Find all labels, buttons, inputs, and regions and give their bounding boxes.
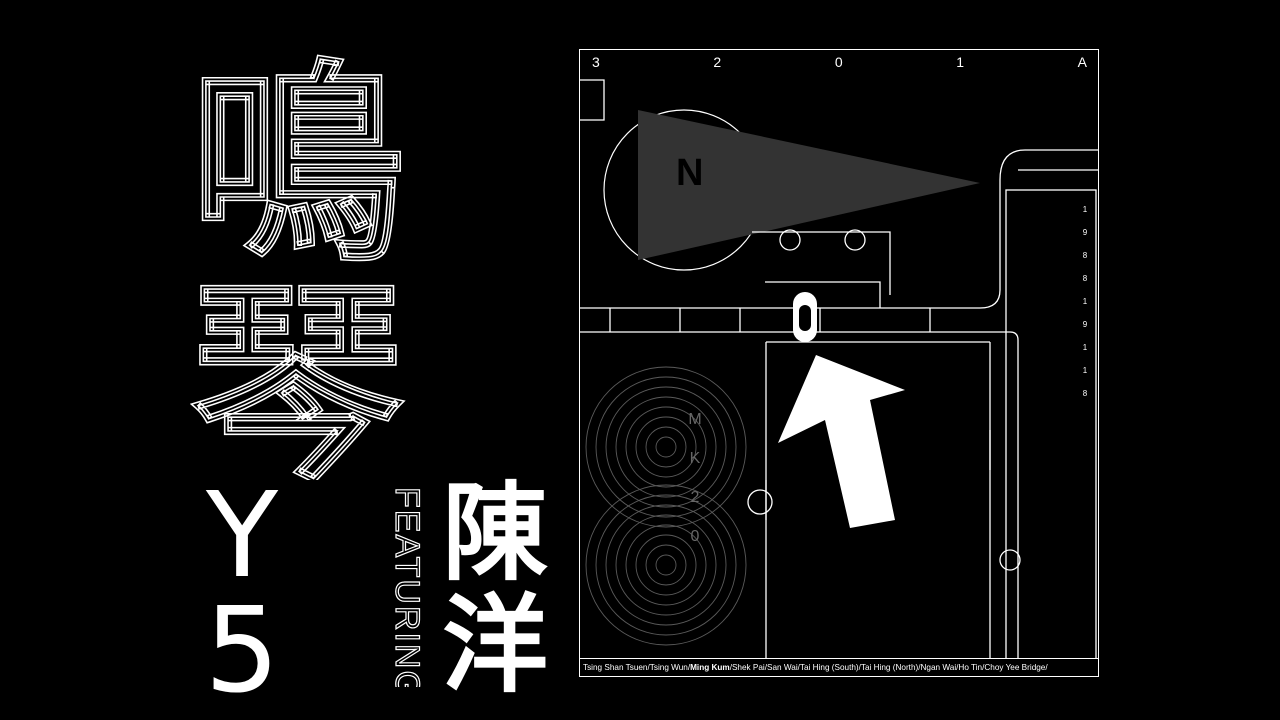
disc-bottom bbox=[585, 484, 747, 646]
north-label: N bbox=[676, 152, 704, 194]
compass-cone bbox=[638, 110, 980, 260]
artist-name: 陳 洋 bbox=[442, 478, 562, 702]
route-digit: 3 bbox=[592, 54, 601, 70]
route-digit: 2 bbox=[713, 54, 723, 70]
side-digits: 1 9 8 8 1 9 1 1 8 bbox=[1080, 198, 1090, 405]
disc-letters: M K 2 0 bbox=[665, 400, 725, 556]
current-stop: Ming Kum bbox=[690, 663, 730, 672]
side-digit: 1 bbox=[1082, 205, 1088, 214]
disc-letter: 0 bbox=[690, 528, 700, 545]
route-digit: A bbox=[1077, 54, 1088, 70]
stop-list: Tsing Shan Tsuen/Tsing Wun/Ming Kum/Shek… bbox=[580, 658, 1098, 676]
route-code-letter: Y bbox=[205, 466, 279, 604]
side-digit: 8 bbox=[1082, 251, 1088, 260]
side-digit: 8 bbox=[1082, 274, 1088, 283]
side-digit: 1 bbox=[1082, 366, 1088, 375]
disc-letter: 2 bbox=[690, 489, 700, 506]
disc-top bbox=[585, 366, 747, 528]
map-graphic bbox=[580, 79, 1098, 676]
featuring-label: FEATURING bbox=[388, 487, 427, 687]
artist-char-1: 陳 bbox=[442, 472, 548, 595]
side-digit: 9 bbox=[1082, 320, 1088, 329]
featuring-text: FEATURING bbox=[388, 487, 426, 687]
route-code-number: 5 bbox=[204, 581, 280, 719]
road-outlines bbox=[580, 79, 1098, 676]
side-digit: 1 bbox=[1082, 343, 1088, 352]
title-outline-text: 鳴 琴 bbox=[190, 40, 406, 480]
route-digit: 1 bbox=[956, 54, 966, 70]
title-char-1: 鳴 bbox=[190, 40, 405, 291]
title-char-2: 琴 bbox=[190, 260, 405, 480]
artist-char-2: 洋 bbox=[442, 584, 548, 707]
stops-before: Tsing Shan Tsuen/Tsing Wun/ bbox=[583, 663, 691, 672]
side-digit: 1 bbox=[1082, 297, 1088, 306]
disc-letter: K bbox=[689, 450, 701, 467]
route-digit: 0 bbox=[834, 54, 844, 70]
map-poster: 3 2 0 1 A N 1 9 8 8 1 9 1 1 8 M K 2 0 Ts… bbox=[579, 49, 1099, 677]
side-digit: 9 bbox=[1082, 228, 1088, 237]
stops-after: /Shek Pai/San Wai/Tai Hing (South)/Tai H… bbox=[729, 663, 1048, 672]
direction-arrow-icon bbox=[778, 355, 905, 528]
route-digits: 3 2 0 1 A bbox=[590, 54, 1090, 70]
side-digit: 8 bbox=[1082, 389, 1088, 398]
route-code: Y 5 bbox=[192, 466, 292, 719]
disc-letter: M bbox=[688, 411, 702, 428]
